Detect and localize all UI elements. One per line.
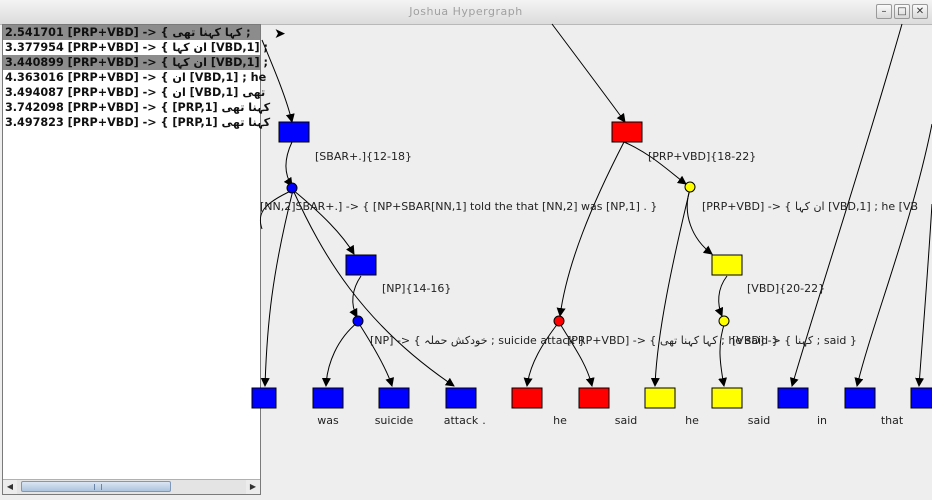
edges	[259, 23, 932, 387]
hypergraph-canvas[interactable]: ➤	[251, 23, 932, 500]
word-box-said-1[interactable]	[644, 387, 676, 409]
edge-redhub-he	[523, 321, 560, 387]
word-box-was[interactable]	[312, 387, 344, 409]
edge-vhub-said	[718, 321, 727, 387]
word-box-period[interactable]	[511, 387, 543, 409]
derivation-item[interactable]: 4.363016 [PRP+VBD] -> { ان [VBD,1] ; he	[5, 71, 267, 84]
word-box-attack[interactable]	[445, 387, 477, 409]
word-label: said	[748, 414, 771, 427]
word-label: suicide	[375, 414, 414, 427]
derivation-list-panel: 2.541701 [PRP+VBD] -> { کہا کہنا تھی ;3.…	[2, 24, 271, 495]
node-prpvbd[interactable]	[611, 121, 643, 143]
rule-label-5: [VBD] -> { کہنا ; said }	[732, 334, 857, 347]
window-title: Joshua Hypergraph	[409, 5, 523, 18]
hyperedge-hubs	[286, 181, 730, 327]
word-box-suicide[interactable]	[378, 387, 410, 409]
rule-label-3: [PRP+VBD] -> { کہا کہنا تھی ; he said }	[567, 334, 779, 347]
word-box-he-2[interactable]	[711, 387, 743, 409]
hub-red[interactable]	[553, 315, 565, 327]
maximize-button[interactable]: □	[894, 4, 910, 19]
edge-nphub-was	[321, 321, 359, 387]
nonterminal-nodes	[278, 121, 743, 276]
word-label: attack	[444, 414, 479, 427]
derivation-item[interactable]: 2.541701 [PRP+VBD] -> { کہا کہنا تھی ;	[3, 25, 260, 40]
word-label: he	[685, 414, 699, 427]
word-label: .	[482, 414, 486, 427]
window-controls: – □ ✕	[876, 4, 928, 19]
edge-hub-np	[292, 189, 355, 255]
edge-sbar-hub	[283, 141, 293, 187]
edge-prpvbd-redhub	[556, 141, 625, 317]
word-label: was	[317, 414, 339, 427]
edge-yhub-vbd	[686, 188, 713, 255]
edge-nphub-suicide	[357, 321, 395, 387]
close-button[interactable]: ✕	[912, 4, 928, 19]
derivation-item[interactable]: 3.497823 [PRP+VBD] -> { [PRP,1] کہنا تھی	[5, 116, 271, 129]
edge-in-word-last	[915, 203, 932, 387]
hub-yellow-bottom[interactable]	[718, 315, 730, 327]
rule-label-1: [NN,2]SBAR+.] -> { [NP+SBAR[NN,1] told t…	[260, 200, 657, 213]
derivation-item[interactable]: 3.494087 [PRP+VBD] -> { ان [VBD,1] تھی	[5, 86, 266, 99]
edge-in-prpvbd	[551, 23, 626, 123]
node-np[interactable]	[345, 254, 377, 276]
scroll-left-icon[interactable]: ◀	[3, 480, 17, 494]
edge-np-hub	[349, 275, 362, 318]
derivation-item[interactable]: 3.377954 [PRP+VBD] -> { ان کہا [VBD,1] ;	[5, 41, 268, 54]
label-vbd: [VBD]{20-22}	[747, 282, 825, 295]
label-prpvbd: [PRP+VBD]{18-22}	[648, 150, 756, 163]
edge-hub-offscreen	[259, 189, 294, 230]
edge-prpvbd-hub	[623, 141, 687, 185]
label-sbar: [SBAR+.]{12-18}	[315, 150, 412, 163]
word-label: in	[817, 414, 827, 427]
hub-yellow-top[interactable]	[684, 181, 696, 193]
word-box-said-2[interactable]	[777, 387, 809, 409]
rule-label-2: [NP] -> { خودکش حملہ ; suicide attack }	[370, 334, 585, 347]
window-titlebar: Joshua Hypergraph – □ ✕	[0, 0, 932, 25]
scroll-grip-icon	[94, 484, 102, 490]
node-sbar[interactable]	[278, 121, 310, 143]
rule-label-4: [PRP+VBD] -> { ان کہا [VBD,1] ; he [VB	[702, 200, 918, 213]
edge-hub-period	[292, 189, 455, 387]
hub-np[interactable]	[352, 315, 364, 327]
label-np: [NP]{14-16}	[382, 282, 451, 295]
pointer-arrow-icon: ➤	[274, 26, 286, 42]
word-box-in[interactable]	[844, 387, 876, 409]
hypergraph-svg: [SBAR+.]{12-18} [NP]{14-16} [PRP+VBD]{18…	[251, 23, 932, 427]
edge-in-word-that	[854, 123, 932, 387]
horizontal-scrollbar[interactable]: ◀ ▶	[3, 479, 260, 494]
word-label: that	[881, 414, 904, 427]
edge-in-word-in	[789, 23, 903, 387]
edge-yhub-he	[650, 188, 691, 387]
word-label: said	[615, 414, 638, 427]
word-label: he	[553, 414, 567, 427]
scroll-thumb[interactable]	[21, 481, 171, 492]
word-nodes	[251, 387, 932, 409]
edge-in-sbar	[261, 39, 295, 123]
scroll-right-icon[interactable]: ▶	[246, 480, 260, 494]
word-box-he-1[interactable]	[578, 387, 610, 409]
derivation-list: 2.541701 [PRP+VBD] -> { کہا کہنا تھی ;3.…	[3, 25, 271, 130]
minimize-button[interactable]: –	[876, 4, 892, 19]
edge-redhub-said	[558, 321, 595, 387]
word-box-offscreen[interactable]	[251, 387, 277, 409]
edge-vbd-vhub	[714, 275, 728, 317]
edge-hub-left	[260, 189, 294, 387]
node-vbd[interactable]	[711, 254, 743, 276]
derivation-item[interactable]: 3.440899 [PRP+VBD] -> { ان کہا [VBD,1] ;	[3, 55, 268, 70]
word-labels: was suicide attack. he said he said in that	[317, 414, 904, 427]
word-box-that[interactable]	[910, 387, 932, 409]
derivation-item[interactable]: 3.742098 [PRP+VBD] -> { [PRP,1] کہنا تھی	[5, 101, 271, 114]
hub-sbar[interactable]	[286, 182, 298, 194]
